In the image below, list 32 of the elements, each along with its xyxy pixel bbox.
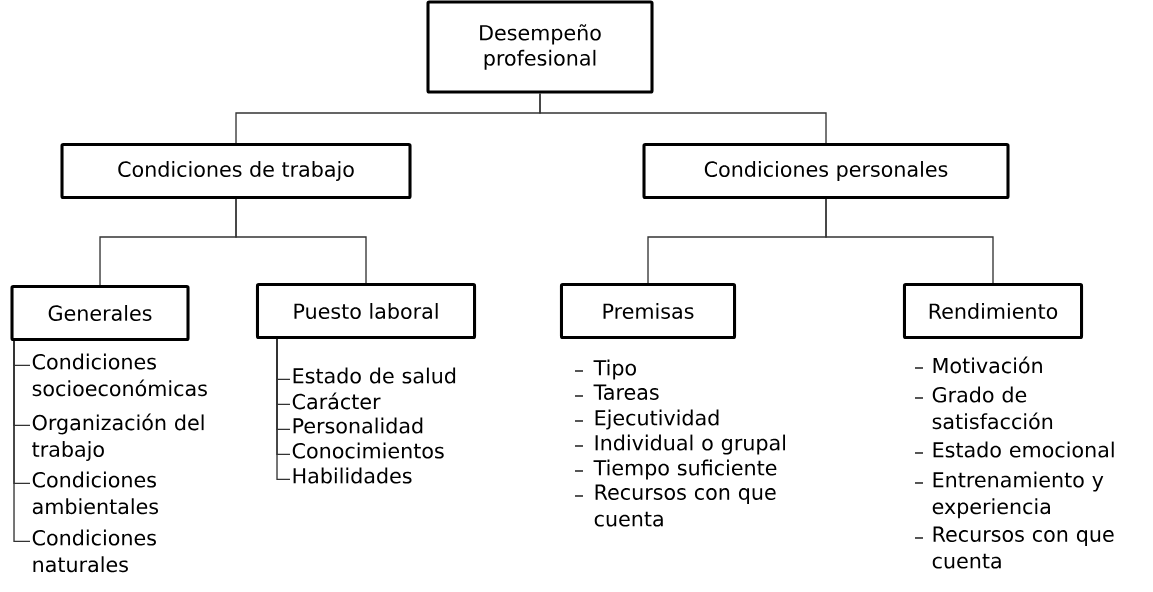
category-box: Desempeño profesional: [426, 0, 654, 94]
list-item: Condiciones ambientales: [32, 471, 159, 515]
list-item: Conocimientos: [292, 442, 444, 459]
connector-line: [825, 198, 994, 284]
list-item: Condiciones socioeconómicas: [32, 353, 207, 397]
list-item: Condiciones naturales: [32, 529, 156, 573]
connector-line: [539, 92, 827, 144]
connector-line: [13, 340, 31, 542]
list-item: Carácter: [292, 392, 381, 410]
list-item: Tiempo suficiente: [593, 459, 777, 480]
category-box: Rendimiento: [902, 282, 1084, 340]
list-item: Organización del trabajo: [32, 413, 204, 462]
list-item: Motivación: [933, 356, 1042, 374]
list-item: Individual o grupal: [595, 434, 785, 455]
list-item: Tipo: [593, 359, 636, 380]
list-item: Tareas: [593, 384, 659, 400]
category-box: Premisas: [559, 282, 737, 340]
category-box: Condiciones personales: [642, 142, 1010, 200]
list-item: Grado de satisfacción: [932, 386, 1053, 430]
list-item: Recursos con que cuenta: [932, 526, 1114, 569]
list-item: Habilidades: [293, 467, 412, 484]
list-item: Recursos con que cuenta: [594, 484, 776, 527]
category-box: Generales: [10, 284, 190, 342]
list-item: Ejecutividad: [595, 409, 719, 430]
list-item: Estado de salud: [293, 367, 456, 384]
list-item: Entrenamiento y experiencia: [932, 471, 1104, 519]
connector-line: [276, 338, 291, 480]
category-box: Puesto laboral: [255, 282, 477, 340]
list-item: Estado emocional: [933, 441, 1114, 458]
connector-line: [235, 198, 367, 284]
category-box: Condiciones de trabajo: [60, 142, 412, 200]
list-item: Personalidad: [293, 417, 423, 434]
